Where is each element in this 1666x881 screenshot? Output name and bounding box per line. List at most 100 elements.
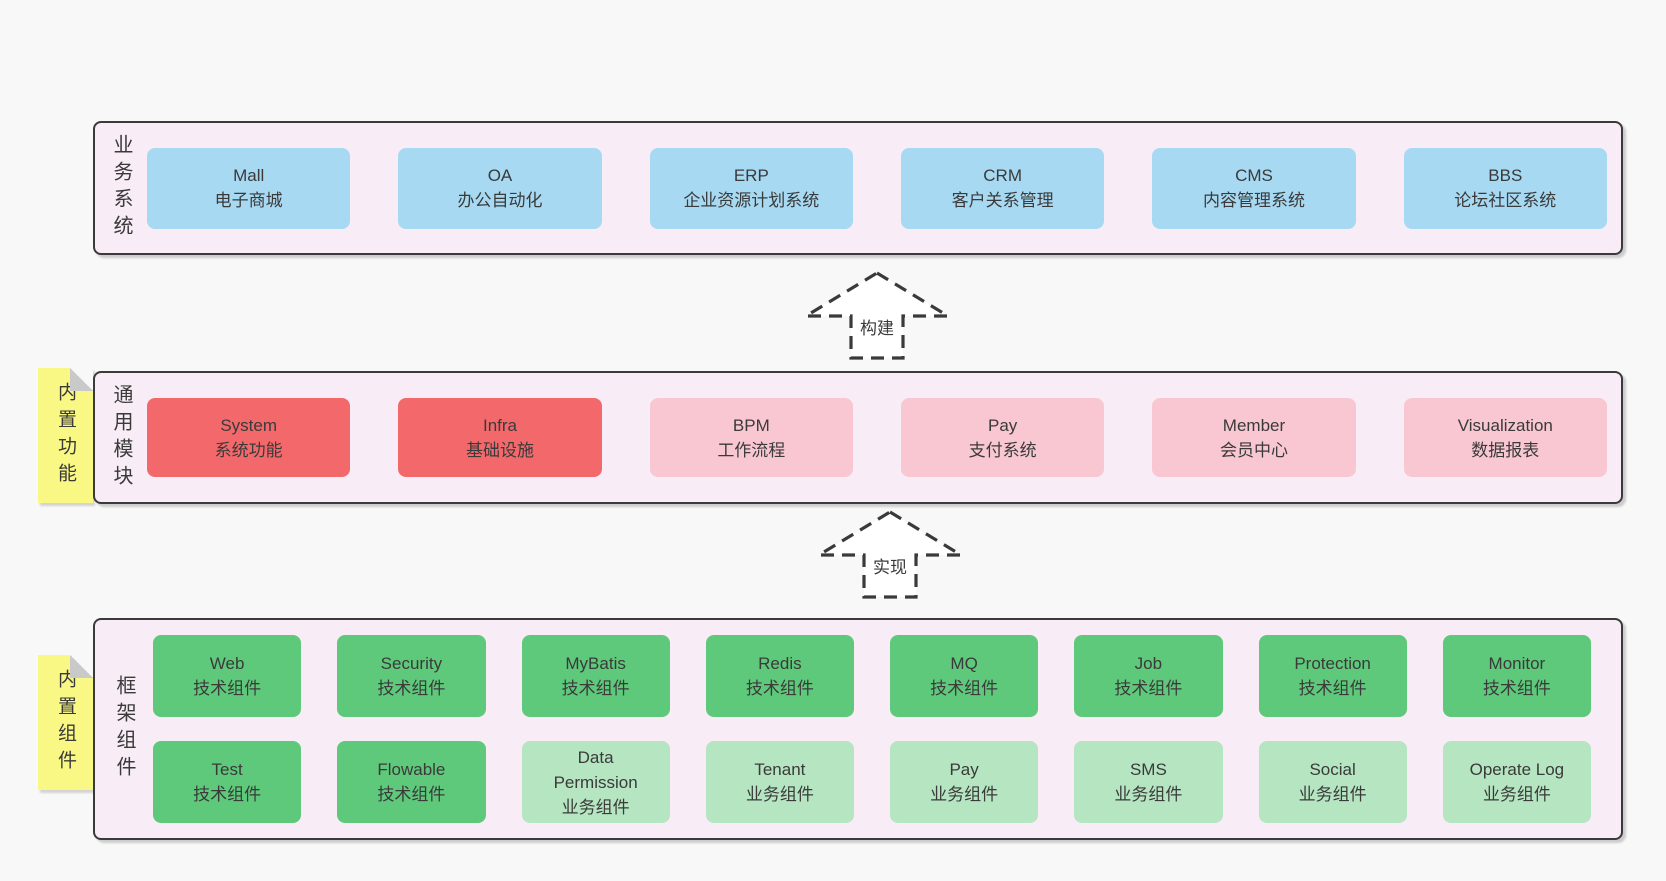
box-subtitle: 企业资源计划系统 <box>683 191 820 210</box>
box-sms: SMS 业务组件 <box>1074 741 1223 823</box>
box-subtitle: 基础设施 <box>465 440 534 460</box>
note-fold-corner-icon <box>70 655 93 678</box>
box-subtitle: 业务组件 <box>930 785 999 804</box>
box-title: Visualization <box>1457 415 1553 435</box>
box-social: Social 业务组件 <box>1258 741 1407 823</box>
box-title: Redis <box>758 654 802 673</box>
box-subtitle: 技术组件 <box>745 679 814 698</box>
box-tenant: Tenant 业务组件 <box>705 741 854 823</box>
box-subtitle: 办公自动化 <box>457 191 543 210</box>
box-subtitle: 论坛社区系统 <box>1454 191 1557 210</box>
box-infra: Infra 基础设施 <box>398 398 602 477</box>
box-title: System <box>220 415 277 435</box>
box-subtitle: 数据报表 <box>1471 440 1540 460</box>
built-in-features-note-label: 内置功能 <box>55 381 76 490</box>
box-bbs: BBS 论坛社区系统 <box>1403 147 1607 229</box>
box-subtitle: 技术组件 <box>193 785 262 804</box>
box-title: Member <box>1222 415 1286 435</box>
framework-row-2: Test 技术组件 Flowable 技术组件 Data Permission … <box>153 741 1591 823</box>
box-title: ERP <box>733 166 769 185</box>
business-systems-body: Mall 电子商城 OA 办公自动化 ERP 企业资源计划系统 CRM 客户关系… <box>147 123 1621 253</box>
box-web: Web 技术组件 <box>153 635 302 717</box>
box-subtitle: 系统功能 <box>214 440 283 460</box>
box-subtitle: 技术组件 <box>193 679 262 698</box>
implement-arrow: 实现 <box>815 508 965 600</box>
box-subtitle: 技术组件 <box>1482 679 1551 698</box>
box-subtitle: 技术组件 <box>377 679 446 698</box>
box-visualization: Visualization 数据报表 <box>1403 398 1607 477</box>
box-test: Test 技术组件 <box>153 741 302 823</box>
box-title: Mall <box>233 166 265 185</box>
box-subtitle: 电子商城 <box>214 191 283 210</box>
note-fold-corner-icon <box>70 368 93 391</box>
box-subtitle: 业务组件 <box>745 785 814 804</box>
box-title: Pay <box>949 760 979 779</box>
box-pay-module: Pay 支付系统 <box>900 398 1105 477</box>
business-systems-label-zone: 业务系统 <box>95 123 147 253</box>
box-title: Tenant <box>754 760 806 779</box>
box-data-permission: Data Permission 业务组件 <box>521 741 670 823</box>
framework-row-1: Web 技术组件 Security 技术组件 MyBatis 技术组件 Redi… <box>153 635 1591 717</box>
box-subtitle: 技术组件 <box>1298 679 1367 698</box>
box-protection: Protection 技术组件 <box>1258 635 1407 717</box>
business-systems-label: 业务系统 <box>110 134 132 242</box>
box-crm: CRM 客户关系管理 <box>900 147 1105 229</box>
box-title: Web <box>209 654 245 673</box>
box-oa: OA 办公自动化 <box>398 147 602 229</box>
box-subtitle: 内容管理系统 <box>1202 191 1305 210</box>
box-subtitle: 工作流程 <box>717 440 786 460</box>
box-subtitle: 业务组件 <box>1482 785 1551 804</box>
box-title: Social <box>1309 760 1356 779</box>
framework-components-body: Web 技术组件 Security 技术组件 MyBatis 技术组件 Redi… <box>153 620 1621 838</box>
box-subtitle: 业务组件 <box>1114 785 1183 804</box>
box-operate-log: Operate Log 业务组件 <box>1442 741 1591 823</box>
implement-arrow-label: 实现 <box>870 552 910 579</box>
box-pay-component: Pay 业务组件 <box>890 741 1039 823</box>
box-title: Test <box>211 760 243 779</box>
box-title: MyBatis <box>565 654 626 673</box>
box-title: SMS <box>1129 760 1167 779</box>
box-subtitle: 技术组件 <box>561 679 630 698</box>
box-subtitle: 客户关系管理 <box>951 191 1054 210</box>
box-title: Operate Log <box>1469 760 1565 779</box>
box-title: Security <box>380 654 443 673</box>
business-systems-panel: 业务系统 Mall 电子商城 OA 办公自动化 ERP 企业资源计划系统 CRM… <box>93 121 1623 255</box>
box-subtitle: 支付系统 <box>968 440 1037 460</box>
box-flowable: Flowable 技术组件 <box>337 741 486 823</box>
box-subtitle: 技术组件 <box>377 785 446 804</box>
common-modules-body: System 系统功能 Infra 基础设施 BPM 工作流程 Pay 支付系统… <box>147 373 1621 502</box>
box-bpm: BPM 工作流程 <box>649 398 853 477</box>
box-title: OA <box>487 166 513 185</box>
common-modules-label-zone: 通用模块 <box>95 373 147 502</box>
box-job: Job 技术组件 <box>1074 635 1223 717</box>
common-modules-label: 通用模块 <box>110 383 132 492</box>
box-title: Flowable <box>377 760 446 779</box>
box-title: Pay <box>988 415 1018 435</box>
box-subtitle: 业务组件 <box>561 797 630 817</box>
box-title: CRM <box>983 166 1022 185</box>
box-redis: Redis 技术组件 <box>705 635 854 717</box>
box-title: CMS <box>1235 166 1273 185</box>
build-arrow: 构建 <box>802 269 952 361</box>
box-cms: CMS 内容管理系统 <box>1152 147 1356 229</box>
framework-components-label: 框架组件 <box>113 675 135 783</box>
framework-components-panel: 框架组件 Web 技术组件 Security 技术组件 MyBatis 技术组件… <box>93 618 1623 840</box>
box-monitor: Monitor 技术组件 <box>1442 635 1591 717</box>
built-in-features-note: 内置功能 <box>38 368 93 503</box>
box-title: Data Permission <box>553 747 638 792</box>
box-title: BPM <box>732 415 770 435</box>
box-system: System 系统功能 <box>147 398 351 477</box>
box-title: BBS <box>1488 166 1523 185</box>
box-title: Monitor <box>1488 654 1546 673</box>
box-title: Job <box>1134 654 1163 673</box>
common-modules-panel: 通用模块 System 系统功能 Infra 基础设施 BPM 工作流程 Pay… <box>93 371 1623 504</box>
box-subtitle: 业务组件 <box>1298 785 1367 804</box>
box-title: Protection <box>1294 654 1371 673</box>
box-title: MQ <box>950 654 978 673</box>
built-in-components-note: 内置组件 <box>38 655 93 790</box>
build-arrow-label: 构建 <box>857 313 897 340</box>
box-security: Security 技术组件 <box>337 635 486 717</box>
box-member: Member 会员中心 <box>1152 398 1356 477</box>
box-mall: Mall 电子商城 <box>147 147 351 229</box>
